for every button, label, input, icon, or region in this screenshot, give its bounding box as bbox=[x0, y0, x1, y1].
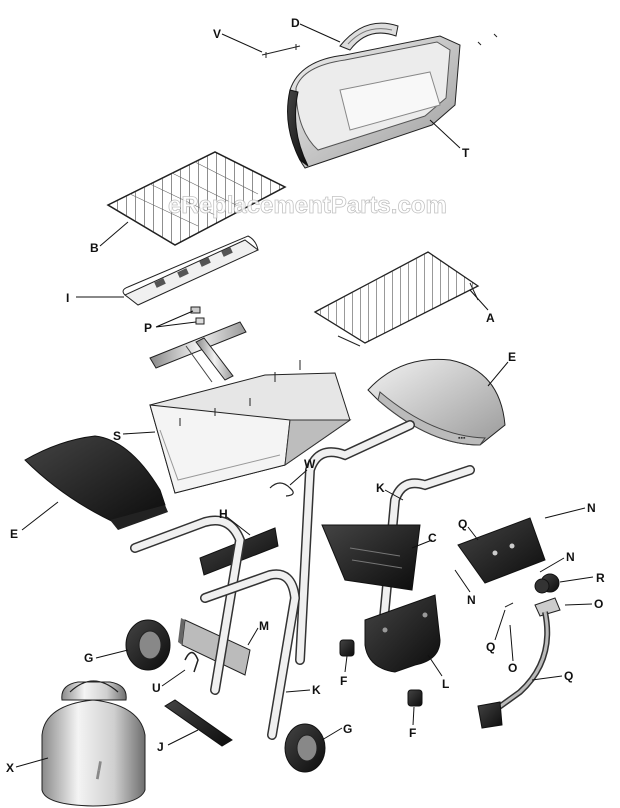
callout-v: V bbox=[213, 27, 221, 41]
part-q-hose-regulator bbox=[477, 611, 551, 729]
callout-l: L bbox=[442, 677, 449, 691]
part-f-foot-lower bbox=[407, 689, 423, 707]
part-p-burner bbox=[149, 306, 247, 383]
part-b-cooking-grate bbox=[106, 151, 287, 246]
part-i-heat-plate bbox=[122, 235, 259, 306]
callout-o-lower: O bbox=[508, 661, 517, 675]
part-g-wheel-right bbox=[284, 723, 326, 773]
callout-f-lower: F bbox=[409, 726, 416, 740]
callout-k-lower: K bbox=[312, 683, 321, 697]
callout-g-left: G bbox=[84, 651, 93, 665]
callout-c: C bbox=[428, 531, 437, 545]
svg-text:▬▬: ▬▬ bbox=[91, 760, 104, 779]
callout-q-hose: Q bbox=[564, 669, 573, 683]
callout-q-panel: Q bbox=[458, 517, 467, 531]
callout-f-upper: F bbox=[340, 674, 347, 688]
part-c-bottom-shelf bbox=[321, 524, 421, 591]
callout-n-right: N bbox=[566, 550, 575, 564]
part-d-handle bbox=[339, 22, 399, 51]
callout-o-right: O bbox=[594, 597, 603, 611]
callout-s: S bbox=[113, 429, 121, 443]
callout-j: J bbox=[157, 740, 164, 754]
callout-h: H bbox=[219, 507, 228, 521]
callout-x: X bbox=[6, 761, 14, 775]
part-u-hook bbox=[184, 651, 199, 673]
callout-p: P bbox=[144, 321, 152, 335]
part-x-propane-tank: ▬▬ bbox=[41, 680, 146, 807]
callout-q-valve: Q bbox=[486, 640, 495, 654]
callout-n-top: N bbox=[587, 501, 596, 515]
part-k-rear-leg-frame bbox=[295, 420, 475, 665]
watermark: eReplacementParts.com bbox=[168, 192, 447, 219]
part-k-front-leg-frame bbox=[130, 515, 301, 740]
callout-labels: V D T B I A P E S E W K H C N Q N N R O … bbox=[6, 16, 605, 775]
callout-d: D bbox=[291, 16, 300, 30]
callout-leaders bbox=[15, 23, 594, 768]
callout-m: M bbox=[259, 619, 269, 633]
callout-e-right: E bbox=[508, 350, 516, 364]
part-f-foot-upper bbox=[339, 639, 355, 657]
callout-i: I bbox=[66, 291, 69, 305]
part-v-handle-rod bbox=[261, 44, 301, 58]
part-q-control-panel bbox=[457, 517, 546, 584]
part-o-valve bbox=[504, 597, 561, 617]
callout-a: A bbox=[486, 311, 495, 325]
part-t-lid bbox=[287, 33, 498, 169]
part-a-warming-rack bbox=[313, 251, 480, 347]
part-e-left-shelf bbox=[24, 435, 168, 530]
part-s-firebox bbox=[149, 360, 352, 494]
callout-u: U bbox=[152, 681, 161, 695]
part-g-wheel-left bbox=[125, 619, 171, 671]
callout-g-right: G bbox=[343, 722, 352, 736]
callout-k-upper: K bbox=[376, 481, 385, 495]
callout-w: W bbox=[304, 457, 316, 471]
callout-n-lower: N bbox=[467, 593, 476, 607]
part-w-clip bbox=[269, 482, 294, 497]
callout-b: B bbox=[90, 241, 99, 255]
part-j-crossbar bbox=[164, 699, 233, 747]
callout-t: T bbox=[462, 146, 470, 160]
svg-text:▪▪▪: ▪▪▪ bbox=[458, 435, 466, 442]
part-l-leg-panel bbox=[364, 594, 441, 673]
callout-r: R bbox=[596, 571, 605, 585]
part-r-knob bbox=[534, 573, 560, 594]
callout-e-left: E bbox=[10, 527, 18, 541]
